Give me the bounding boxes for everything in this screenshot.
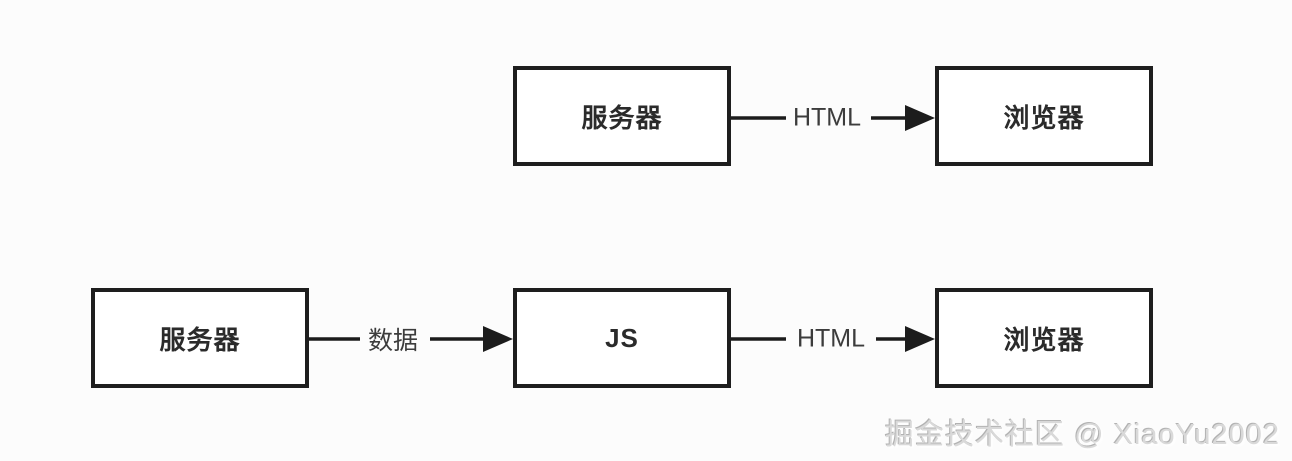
- node-server-top: 服务器: [513, 66, 731, 166]
- edge-label-data: 数据: [367, 327, 419, 355]
- edge-label-html-bottom: HTML: [796, 324, 866, 353]
- node-js: JS: [513, 288, 731, 388]
- node-server-bottom: 服务器: [91, 288, 309, 388]
- watermark-text: 掘金技术社区 @ XiaoYu2002: [885, 419, 1280, 451]
- edge-label-html-top: HTML: [792, 103, 862, 132]
- node-server-bottom-label: 服务器: [159, 324, 241, 355]
- node-browser-bottom: 浏览器: [935, 288, 1153, 388]
- node-server-top-label: 服务器: [581, 102, 663, 133]
- node-browser-bottom-label: 浏览器: [1003, 324, 1085, 355]
- node-js-label: JS: [605, 322, 639, 353]
- arrowhead-bottom-left: [483, 326, 513, 352]
- node-browser-top-label: 浏览器: [1003, 102, 1085, 133]
- arrowhead-bottom-right: [905, 326, 935, 352]
- node-browser-top: 浏览器: [935, 66, 1153, 166]
- arrowhead-top: [905, 105, 935, 131]
